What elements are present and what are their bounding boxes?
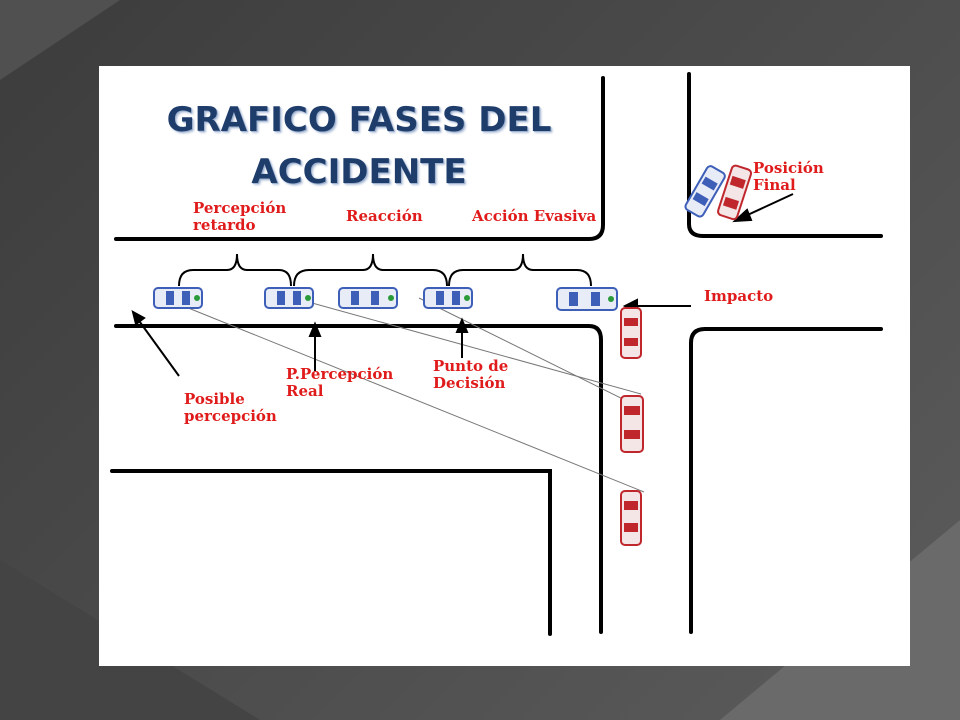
road-edge-inner-corner	[110, 469, 552, 636]
road-edge-top-right	[687, 72, 883, 238]
arrow-posicion-final	[732, 193, 794, 223]
brace-percepcion-retardo	[178, 253, 292, 287]
label-reaccion: Reacción	[346, 207, 423, 225]
label-percepcion-retardo: Percepción retardo	[193, 199, 287, 234]
blue-car-icon	[338, 287, 398, 309]
road-edge-bottom-right	[689, 327, 883, 634]
red-car-icon	[620, 307, 642, 359]
blue-car-icon	[264, 287, 314, 309]
final-position-cars	[684, 164, 753, 221]
red-car-icon	[620, 490, 642, 546]
arrow-posible-percepcion	[131, 310, 180, 377]
label-punto-decision: Punto de Decisión	[433, 357, 509, 392]
blue-car-icon	[423, 287, 473, 309]
blue-car-icon	[153, 287, 203, 309]
title-line-2: ACCIDENTE	[251, 152, 467, 192]
red-car-icon	[620, 395, 644, 453]
trajectory-line-3	[418, 297, 642, 409]
road-edges	[110, 72, 883, 636]
label-posicion-final: Posición Final	[753, 159, 824, 194]
phase-braces	[178, 253, 592, 287]
arrow-punto-decision	[455, 317, 469, 358]
label-percepcion-real: P.Percepción Real	[286, 365, 394, 400]
label-accion-evasiva: Acción Evasiva	[472, 207, 597, 225]
label-posible-percepcion: Posible percepción	[184, 390, 277, 425]
road-edge-top-left	[114, 76, 605, 241]
arrow-percepcion-real	[308, 321, 322, 371]
red-car-final-icon	[717, 164, 753, 221]
diagram-slide: GRAFICO FASES DEL ACCIDENTE Percepción r…	[99, 66, 910, 666]
title-line-1: GRAFICO FASES DEL	[166, 100, 552, 140]
label-impacto: Impacto	[704, 287, 774, 305]
blue-car-final-icon	[684, 165, 726, 218]
pointer-arrows	[131, 193, 794, 377]
road-edge-bottom-left	[114, 324, 603, 634]
intersection-diagram	[110, 72, 883, 636]
brace-accion-evasiva	[448, 253, 592, 287]
blue-car-sequence	[153, 287, 618, 311]
trajectory-line-2	[293, 297, 642, 395]
trajectory-line-1	[170, 300, 645, 493]
trajectory-lines	[170, 297, 645, 493]
red-car-sequence	[620, 307, 644, 546]
page-title: GRAFICO FASES DEL ACCIDENTE	[99, 94, 619, 198]
brace-reaccion	[293, 253, 448, 287]
blue-car-icon	[556, 287, 618, 311]
